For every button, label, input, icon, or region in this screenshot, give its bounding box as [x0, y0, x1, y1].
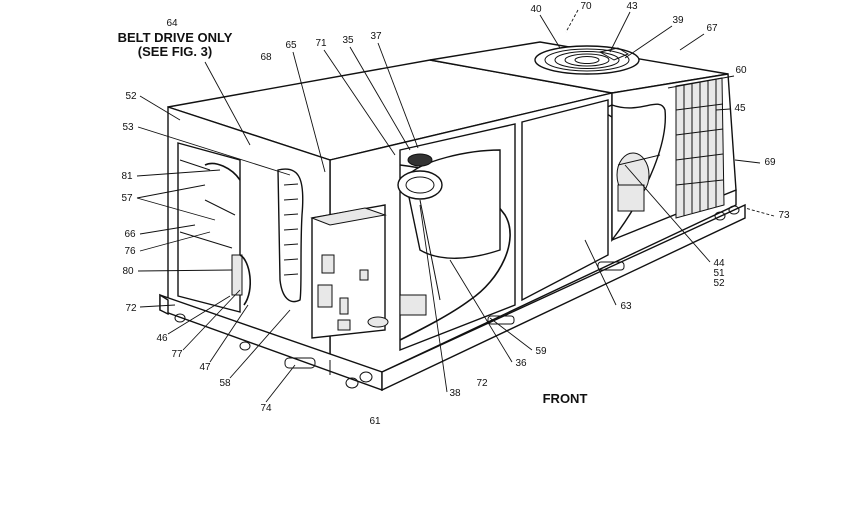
callout-46: 46 — [156, 333, 168, 344]
callout-80: 80 — [122, 266, 134, 277]
callout-38: 38 — [449, 388, 461, 399]
callout-35: 35 — [342, 35, 354, 46]
callout-57: 57 — [121, 193, 133, 204]
callout-44: 44 — [713, 258, 725, 269]
callout-61: 61 — [369, 416, 381, 427]
callout-58: 58 — [219, 378, 231, 389]
callout-74: 74 — [260, 403, 272, 414]
condenser-coil — [675, 77, 725, 219]
callout-60: 60 — [735, 65, 747, 76]
compressor — [616, 152, 661, 212]
callout-43: 43 — [626, 1, 638, 12]
leader-lines — [136, 9, 775, 403]
front-label: FRONT — [543, 391, 588, 406]
access-panel-63 — [521, 99, 609, 302]
callout-37: 37 — [370, 31, 382, 42]
left-compartment — [177, 142, 252, 313]
callout-81: 81 — [121, 171, 133, 182]
callout-76: 76 — [124, 246, 136, 257]
control-box — [310, 204, 427, 339]
callout-64: 64 — [166, 18, 178, 29]
callout-52-left: 52 — [125, 91, 137, 102]
unit-drawing — [159, 41, 746, 392]
callout-72-left: 72 — [125, 303, 137, 314]
callout-45: 45 — [734, 103, 746, 114]
callouts: 64 40 70 43 39 67 60 45 69 73 44 51 52 6… — [121, 1, 790, 427]
left-end-grille — [277, 168, 304, 303]
base-rail — [159, 203, 746, 392]
see-fig-title: (SEE FIG. 3) — [138, 44, 212, 59]
callout-52-right: 52 — [713, 278, 725, 289]
callout-36: 36 — [515, 358, 527, 369]
callout-71: 71 — [315, 38, 327, 49]
callout-69-right: 69 — [764, 157, 776, 168]
callout-66: 66 — [124, 229, 136, 240]
callout-39: 39 — [672, 15, 684, 26]
callout-67: 67 — [706, 23, 718, 34]
callout-59: 59 — [535, 346, 547, 357]
blower-housing — [397, 149, 501, 301]
callout-73: 73 — [778, 210, 790, 221]
callout-53: 53 — [122, 122, 134, 133]
callout-47: 47 — [199, 362, 211, 373]
callout-68: 68 — [260, 52, 272, 63]
callout-63: 63 — [620, 301, 632, 312]
callout-65: 65 — [285, 40, 297, 51]
callout-70: 70 — [580, 1, 592, 12]
belt-drive-title: BELT DRIVE ONLY — [118, 30, 233, 45]
callout-40: 40 — [530, 4, 542, 15]
callout-51: 51 — [713, 268, 725, 279]
condenser-fan-grille — [534, 45, 640, 75]
callout-72-front: 72 — [476, 378, 488, 389]
callout-77: 77 — [171, 349, 183, 360]
